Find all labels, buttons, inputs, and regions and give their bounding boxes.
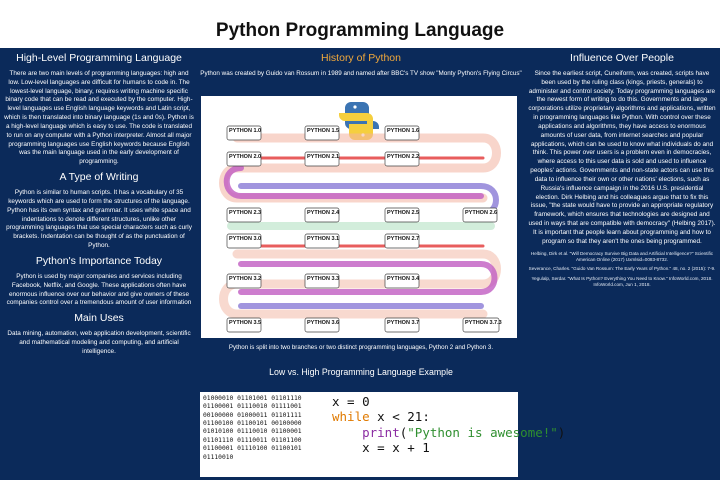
code-condition: x < 21:	[369, 409, 430, 425]
svg-text:PYTHON 3.0: PYTHON 3.0	[229, 236, 261, 242]
version-node: PYTHON 2.5	[384, 207, 420, 223]
binary-line: 00100000 01000011 01101111	[203, 411, 302, 419]
binary-line: 01000010 01101001 01101110	[203, 395, 302, 402]
history-heading: History of Python	[321, 52, 401, 64]
version-node: PYTHON 2.3	[226, 207, 262, 223]
influence-heading: Influence Over People	[570, 52, 674, 64]
version-history-diagram: PYTHON 1.0 PYTHON 1.5 PYTHON 1.6 PYTHON …	[201, 96, 517, 338]
high-level-heading: High-Level Programming Language	[16, 52, 182, 64]
version-node: PYTHON 1.5	[304, 125, 340, 141]
right-column: Influence Over People Since the earliest…	[528, 50, 716, 292]
binary-line: 01100001 01110100 01100101	[203, 445, 302, 453]
svg-text:PYTHON 1.6: PYTHON 1.6	[387, 128, 419, 134]
code-line-4: x = x + 1	[332, 440, 430, 456]
svg-text:PYTHON 1.0: PYTHON 1.0	[229, 128, 261, 134]
version-node: PYTHON 2.4	[304, 207, 340, 223]
binary-line: 01101110 01110011 01101100	[203, 436, 302, 444]
writing-heading: A Type of Writing	[59, 171, 139, 184]
low-high-heading: Low vs. High Programming Language Exampl…	[269, 367, 453, 377]
diagram-caption: Python is split into two branches or two…	[228, 344, 494, 351]
svg-text:PYTHON 2.1: PYTHON 2.1	[307, 154, 339, 160]
paren-open: (	[399, 424, 408, 440]
svg-text:PYTHON 3.7: PYTHON 3.7	[387, 320, 419, 326]
writing-text: Python is similar to human scripts. It h…	[6, 189, 192, 250]
keyword-while: while	[332, 409, 370, 425]
code-indent	[332, 425, 362, 440]
references: Helbing, Dirk et al. "Will Democracy Sur…	[528, 251, 716, 289]
version-node: PYTHON 2.1	[304, 151, 340, 167]
function-print: print	[362, 424, 400, 440]
version-node: PYTHON 3.5	[226, 317, 262, 333]
version-node: PYTHON 3.3	[304, 273, 340, 289]
middle-column: History of Python Python was created by …	[196, 50, 526, 83]
code-line-3: print("Python is awesome!")	[332, 424, 565, 440]
reference-item: Severance, Charles. "Guido Van Rossum: T…	[528, 266, 716, 272]
page-title: Python Programming Language	[215, 20, 505, 41]
binary-line: 01100100 01100101 00100000	[203, 420, 302, 428]
importance-heading: Python's Importance Today	[35, 254, 163, 267]
version-tree-svg: PYTHON 1.0 PYTHON 1.5 PYTHON 1.6 PYTHON …	[219, 102, 502, 333]
svg-text:PYTHON 2.3: PYTHON 2.3	[229, 210, 261, 216]
binary-code-block: 01000010 01101001 01101110 01100001 0111…	[200, 392, 326, 477]
version-node: PYTHON 3.4	[384, 273, 420, 289]
version-node: PYTHON 3.1	[304, 233, 340, 249]
svg-text:PYTHON 3.1: PYTHON 3.1	[307, 236, 339, 242]
version-node: PYTHON 3.7.3	[462, 317, 502, 333]
string-literal: "Python is awesome!"	[407, 424, 558, 440]
left-column: High-Level Programming Language There ar…	[4, 50, 194, 361]
version-node: PYTHON 3.0	[226, 233, 262, 249]
svg-text:PYTHON 2.0: PYTHON 2.0	[229, 154, 261, 160]
importance-text: Python is used by major companies and se…	[6, 272, 192, 307]
paren-close: )	[557, 424, 566, 440]
version-node: PYTHON 3.7	[384, 317, 420, 333]
version-node: PYTHON 2.6	[462, 207, 498, 223]
svg-text:PYTHON 3.4: PYTHON 3.4	[387, 276, 420, 282]
version-node: PYTHON 1.6	[384, 125, 420, 141]
timeline-lanes	[219, 133, 501, 319]
svg-text:PYTHON 3.3: PYTHON 3.3	[307, 276, 339, 282]
title-bar	[0, 0, 720, 48]
high-level-text: There are two main levels of programming…	[4, 70, 194, 166]
code-line-1: x = 0	[332, 394, 370, 409]
version-node: PYTHON 2.7	[384, 233, 420, 249]
svg-text:PYTHON 3.5: PYTHON 3.5	[229, 320, 261, 326]
binary-line: 01100001 01110010 01111001	[203, 403, 302, 411]
svg-text:PYTHON 1.5: PYTHON 1.5	[307, 128, 339, 134]
svg-text:PYTHON 3.2: PYTHON 3.2	[229, 276, 261, 282]
code-line-2: while x < 21:	[332, 409, 512, 424]
reference-item: Helbing, Dirk et al. "Will Democracy Sur…	[530, 250, 714, 262]
reference-item: Yegulalp, Serdar. "What Is Python? Every…	[531, 275, 713, 288]
version-node: PYTHON 3.2	[226, 273, 262, 289]
history-text: Python was created by Guido van Rossum i…	[200, 70, 522, 77]
version-node: PYTHON 2.0	[226, 151, 262, 167]
version-node: PYTHON 1.0	[226, 125, 262, 141]
svg-text:PYTHON 2.2: PYTHON 2.2	[387, 154, 419, 160]
version-node: PYTHON 3.6	[304, 317, 340, 333]
version-node: PYTHON 2.2	[384, 151, 420, 167]
svg-text:PYTHON 3.7.3: PYTHON 3.7.3	[465, 320, 502, 326]
svg-text:PYTHON 3.6: PYTHON 3.6	[307, 320, 339, 326]
svg-text:PYTHON 2.6: PYTHON 2.6	[465, 210, 497, 216]
svg-text:PYTHON 2.5: PYTHON 2.5	[387, 210, 419, 216]
svg-text:PYTHON 2.4: PYTHON 2.4	[307, 210, 340, 216]
binary-line: 01010100 01110010 01100001	[203, 428, 302, 436]
binary-line: 01110010	[203, 453, 234, 461]
main-uses-text: Data mining, automation, web application…	[7, 330, 191, 355]
main-uses-heading: Main Uses	[74, 312, 124, 325]
svg-text:PYTHON 2.7: PYTHON 2.7	[387, 236, 419, 242]
influence-text: Since the earliest script, Cuneiform, wa…	[528, 70, 716, 245]
